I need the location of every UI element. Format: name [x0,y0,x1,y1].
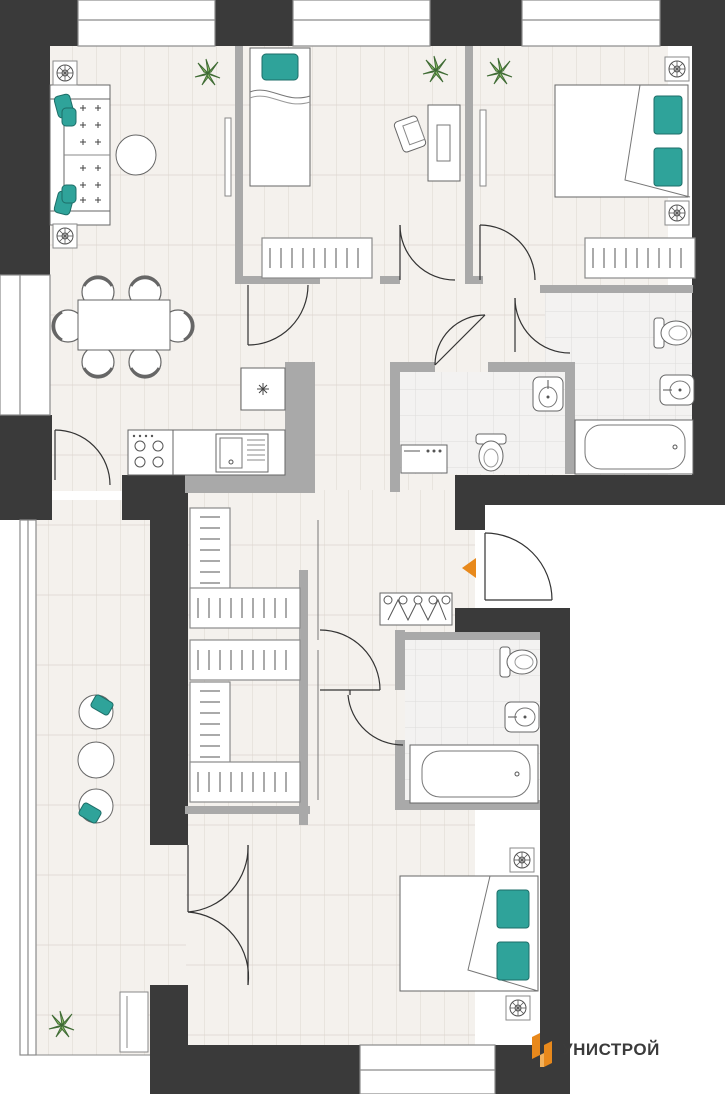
kitchen [127,367,286,476]
brand-logo: УНИСТРОЙ [530,1030,720,1070]
bathtub-icon [574,419,694,475]
sofa-icon [49,84,111,226]
door-icon [247,284,309,346]
sink-icon [659,374,695,406]
window-icon [0,274,51,416]
door-icon [187,844,250,986]
washing-machine-icon [400,444,448,474]
stove-icon [127,429,174,476]
door-icon [347,690,404,746]
door-icon [514,297,571,354]
bed-icon [554,84,691,198]
balcony-furniture [77,694,115,824]
sink-icon [504,701,540,733]
wardrobe-mirror [479,109,487,187]
brand-name: УНИСТРОЙ [562,1040,660,1059]
fridge-icon [240,367,286,411]
wardrobe-mirror [224,117,232,197]
door-icon [479,224,536,281]
bed-icon [249,47,311,187]
window-icon [521,0,661,47]
sink-icon [215,433,269,473]
doors[interactable] [54,224,571,986]
window-icon [292,0,431,47]
dining-table-icon [50,274,196,380]
bathtub-icon [409,744,539,804]
sink-icon [532,376,564,412]
door-icon [54,429,111,486]
window-icon [77,0,216,47]
entrance-arrow-icon [462,558,476,578]
desk-icon [393,104,461,182]
partitions [185,46,693,825]
bed-icon [399,875,539,992]
door-icon [484,532,553,601]
unistroy-logo-icon [532,1033,552,1067]
door-icon [399,224,456,281]
door-icon [434,314,486,366]
windows [0,0,661,1094]
radiator-icon [119,991,149,1053]
shoe-rack-icon [379,592,453,626]
coffee-table-icon [115,134,157,176]
